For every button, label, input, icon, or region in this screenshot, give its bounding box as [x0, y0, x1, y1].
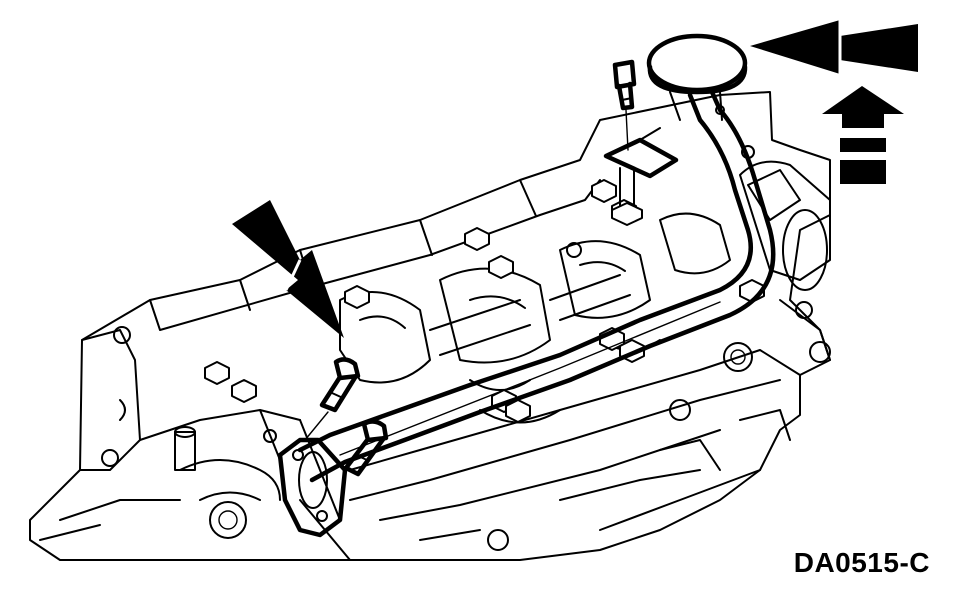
left-arrow — [750, 20, 918, 74]
flange-bolt-upper — [304, 357, 361, 441]
flange-bolt-lower — [343, 419, 389, 477]
down-diagonal-arrow — [232, 200, 344, 338]
bracket-bolt — [611, 59, 643, 226]
up-arrow — [822, 86, 904, 184]
oil-pickup-tube — [277, 33, 776, 538]
figure-id-label: DA0515-C — [793, 547, 930, 578]
engine-block-drawing — [29, 91, 831, 561]
